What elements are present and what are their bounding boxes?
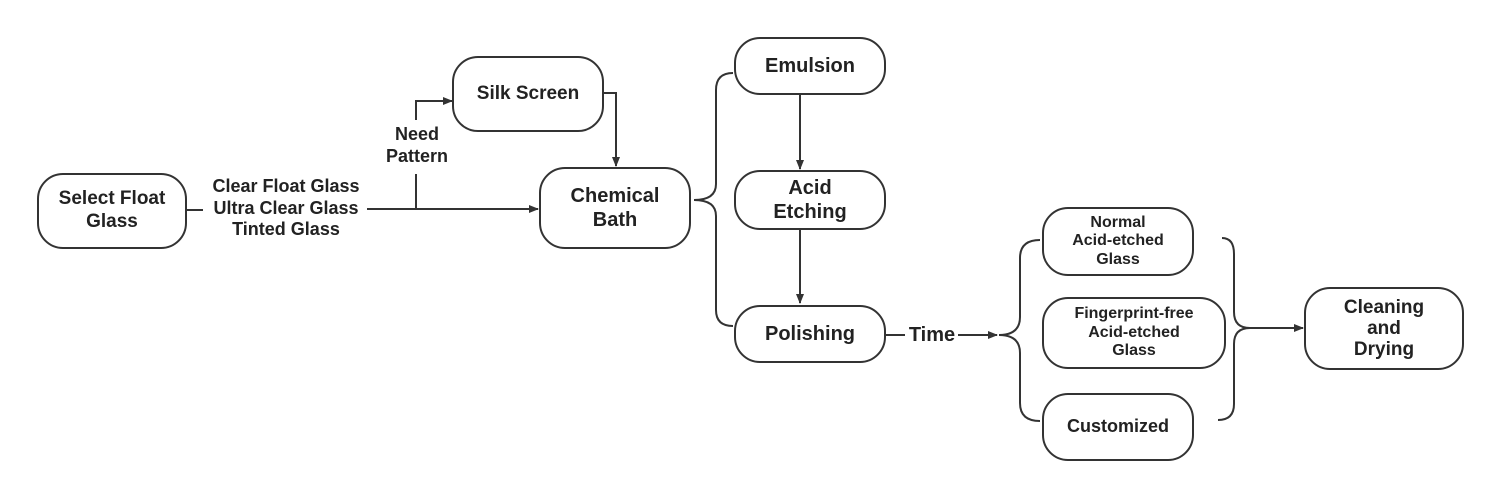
node-emulsion: Emulsion xyxy=(734,37,886,95)
label-glass-types: Clear Float Glass Ultra Clear Glass Tint… xyxy=(212,176,360,240)
node-chemical-bath: Chemical Bath xyxy=(539,167,691,249)
brace-chemical-bath-options xyxy=(693,72,734,327)
node-polishing: Polishing xyxy=(734,305,886,363)
node-customized: Customized xyxy=(1042,393,1194,461)
node-select-float-glass: Select Float Glass xyxy=(37,173,187,249)
connector-need-pattern-to-silk-screen xyxy=(415,97,453,120)
label-time: Time xyxy=(908,324,956,346)
node-fingerprint-free-acid-etched-glass: Fingerprint-free Acid-etched Glass xyxy=(1042,297,1226,369)
node-normal-acid-etched-glass: Normal Acid-etched Glass xyxy=(1042,207,1194,276)
node-cleaning-and-drying: Cleaning and Drying xyxy=(1304,287,1464,370)
connector-silk-screen-to-chemical-bath xyxy=(603,92,620,167)
node-silk-screen: Silk Screen xyxy=(452,56,604,132)
label-need-pattern: Need Pattern xyxy=(385,124,448,166)
brace-product-types xyxy=(998,239,1041,422)
node-acid-etching: Acid Etching xyxy=(734,170,886,230)
